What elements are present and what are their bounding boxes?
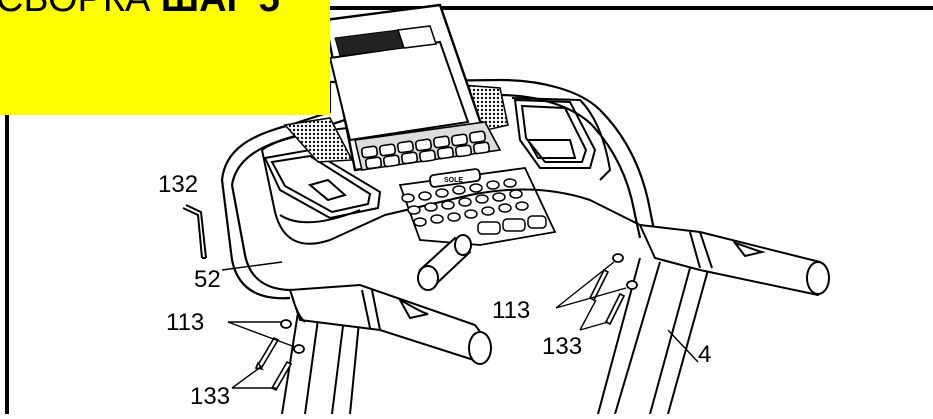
- step-title: СБОРКА ШАГ 5: [0, 0, 280, 18]
- left-washer-lower: [293, 344, 305, 354]
- leader-113-left-b: [227, 321, 296, 348]
- leader-lines: [221, 261, 699, 389]
- left-handrail: [288, 283, 492, 365]
- callout-133-right: 133: [542, 333, 582, 360]
- leader-113-right-a: [555, 261, 615, 309]
- console-logo: SOLE: [444, 177, 463, 184]
- right-bolt-upper: [588, 268, 610, 302]
- keypad-buttons: [401, 178, 547, 235]
- left-bolt-upper: [254, 336, 280, 371]
- right-bolt-lower: [604, 292, 626, 326]
- step-banner: СБОРКА ШАГ 5: [0, 0, 330, 115]
- leader-133-left-a: [231, 365, 263, 389]
- console-keypad: [398, 167, 557, 246]
- right-handrail: [638, 223, 830, 297]
- callout-4: 4: [698, 341, 711, 368]
- leader-133-right-a: [579, 299, 597, 331]
- right-cup-holder: [513, 98, 597, 169]
- leader-133-right-b: [579, 321, 609, 331]
- leader-113-right-b: [555, 287, 627, 309]
- right-washer-upper: [612, 253, 624, 263]
- left-washer-upper: [280, 319, 292, 329]
- left-bolt-lower: [270, 360, 293, 392]
- step-title-number: ШАГ 5: [161, 0, 280, 20]
- callout-113-left: 113: [166, 309, 204, 336]
- callout-133-left: 133: [190, 383, 230, 410]
- callout-52: 52: [194, 266, 221, 293]
- callout-132: 132: [158, 171, 198, 198]
- right-upright: [597, 257, 709, 415]
- left-speaker-grille: [283, 117, 354, 163]
- step-title-prefix: СБОРКА: [0, 0, 150, 20]
- leader-4: [667, 329, 699, 363]
- callout-113-right: 113: [492, 297, 530, 324]
- right-washer-lower: [626, 280, 638, 290]
- center-grip: [417, 234, 472, 291]
- leader-52: [221, 261, 283, 271]
- allen-wrench-132: [182, 204, 207, 259]
- console-button-row: [354, 121, 502, 171]
